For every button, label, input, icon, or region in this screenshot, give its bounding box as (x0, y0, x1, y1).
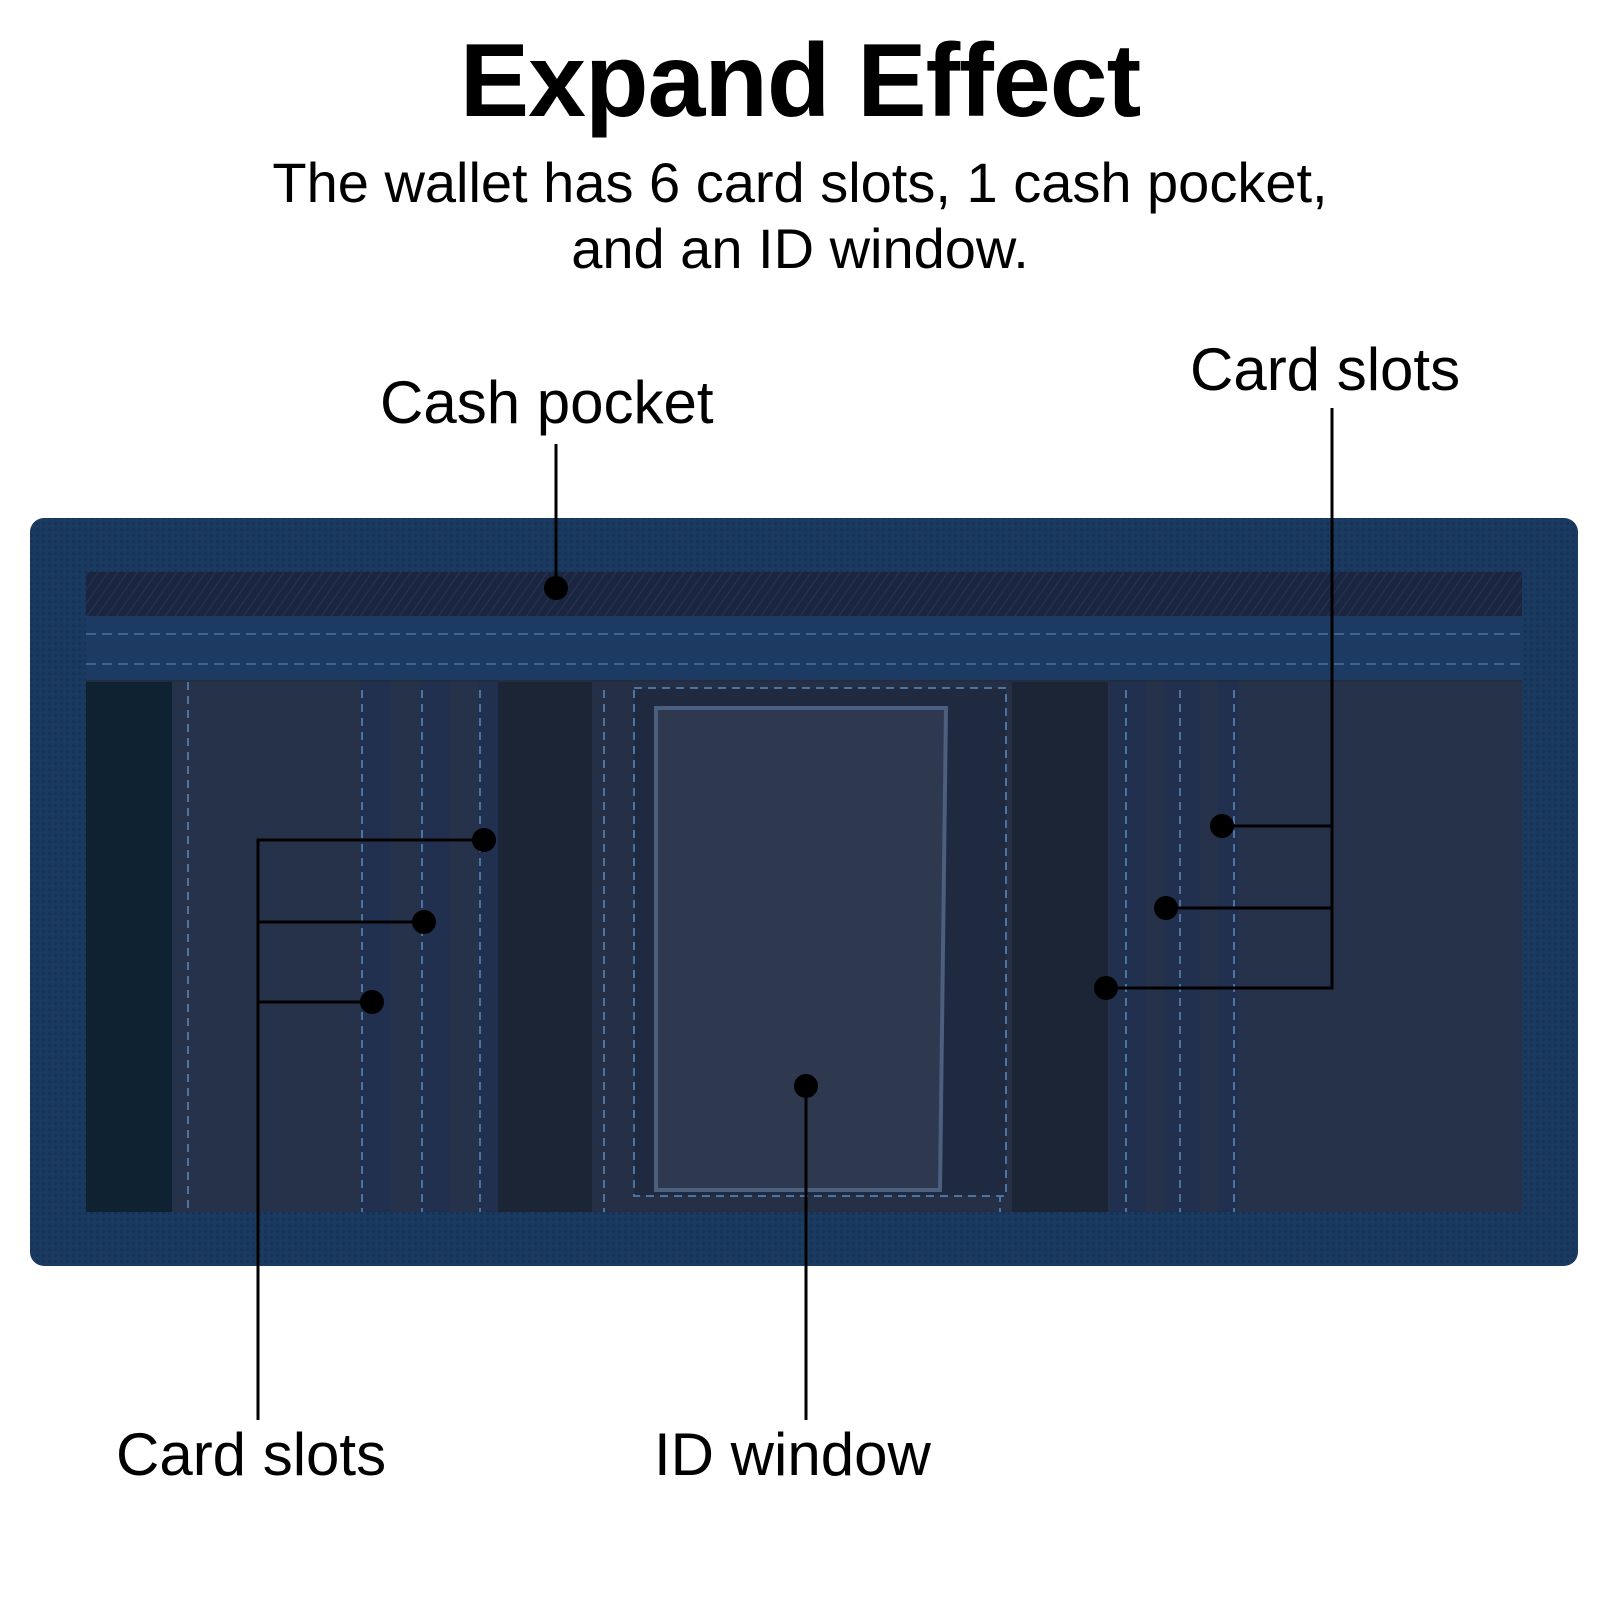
page-subtitle: The wallet has 6 card slots, 1 cash pock… (0, 150, 1600, 282)
left-slot-dot-3 (360, 990, 384, 1014)
left-fold (498, 682, 592, 1212)
right-fold (1012, 682, 1108, 1212)
right-slot-dot-2 (1154, 896, 1178, 920)
id-window (654, 706, 949, 1192)
top-band (86, 616, 1522, 680)
cash-pocket-lining (86, 572, 1522, 616)
id-window-dot (794, 1074, 818, 1098)
page-title: Expand Effect (459, 23, 1141, 139)
left-slot-dot-2 (412, 910, 436, 934)
subtitle-line-2: and an ID window. (571, 217, 1029, 280)
label-id-window: ID window (654, 1421, 931, 1488)
subtitle-line-1: The wallet has 6 card slots, 1 cash pock… (272, 151, 1328, 214)
velcro-strip (86, 682, 172, 1212)
label-card-slots-right: Card slots (1190, 336, 1461, 403)
label-card-slots-left: Card slots (116, 1421, 387, 1488)
label-cash-pocket: Cash pocket (380, 369, 714, 436)
right-slot-1 (1110, 682, 1146, 1212)
callout-dots (360, 576, 1234, 1098)
cash-pocket-dot (544, 576, 568, 600)
callout-lines (256, 408, 1334, 1420)
left-slot-dot-1 (472, 828, 496, 852)
left-slot-1 (360, 682, 390, 1212)
right-slot-2 (1164, 682, 1200, 1212)
left-slot-3 (478, 682, 498, 1212)
right-slot-dot-3 (1094, 976, 1118, 1000)
left-slot-2 (420, 682, 450, 1212)
right-slot-dot-1 (1210, 814, 1234, 838)
